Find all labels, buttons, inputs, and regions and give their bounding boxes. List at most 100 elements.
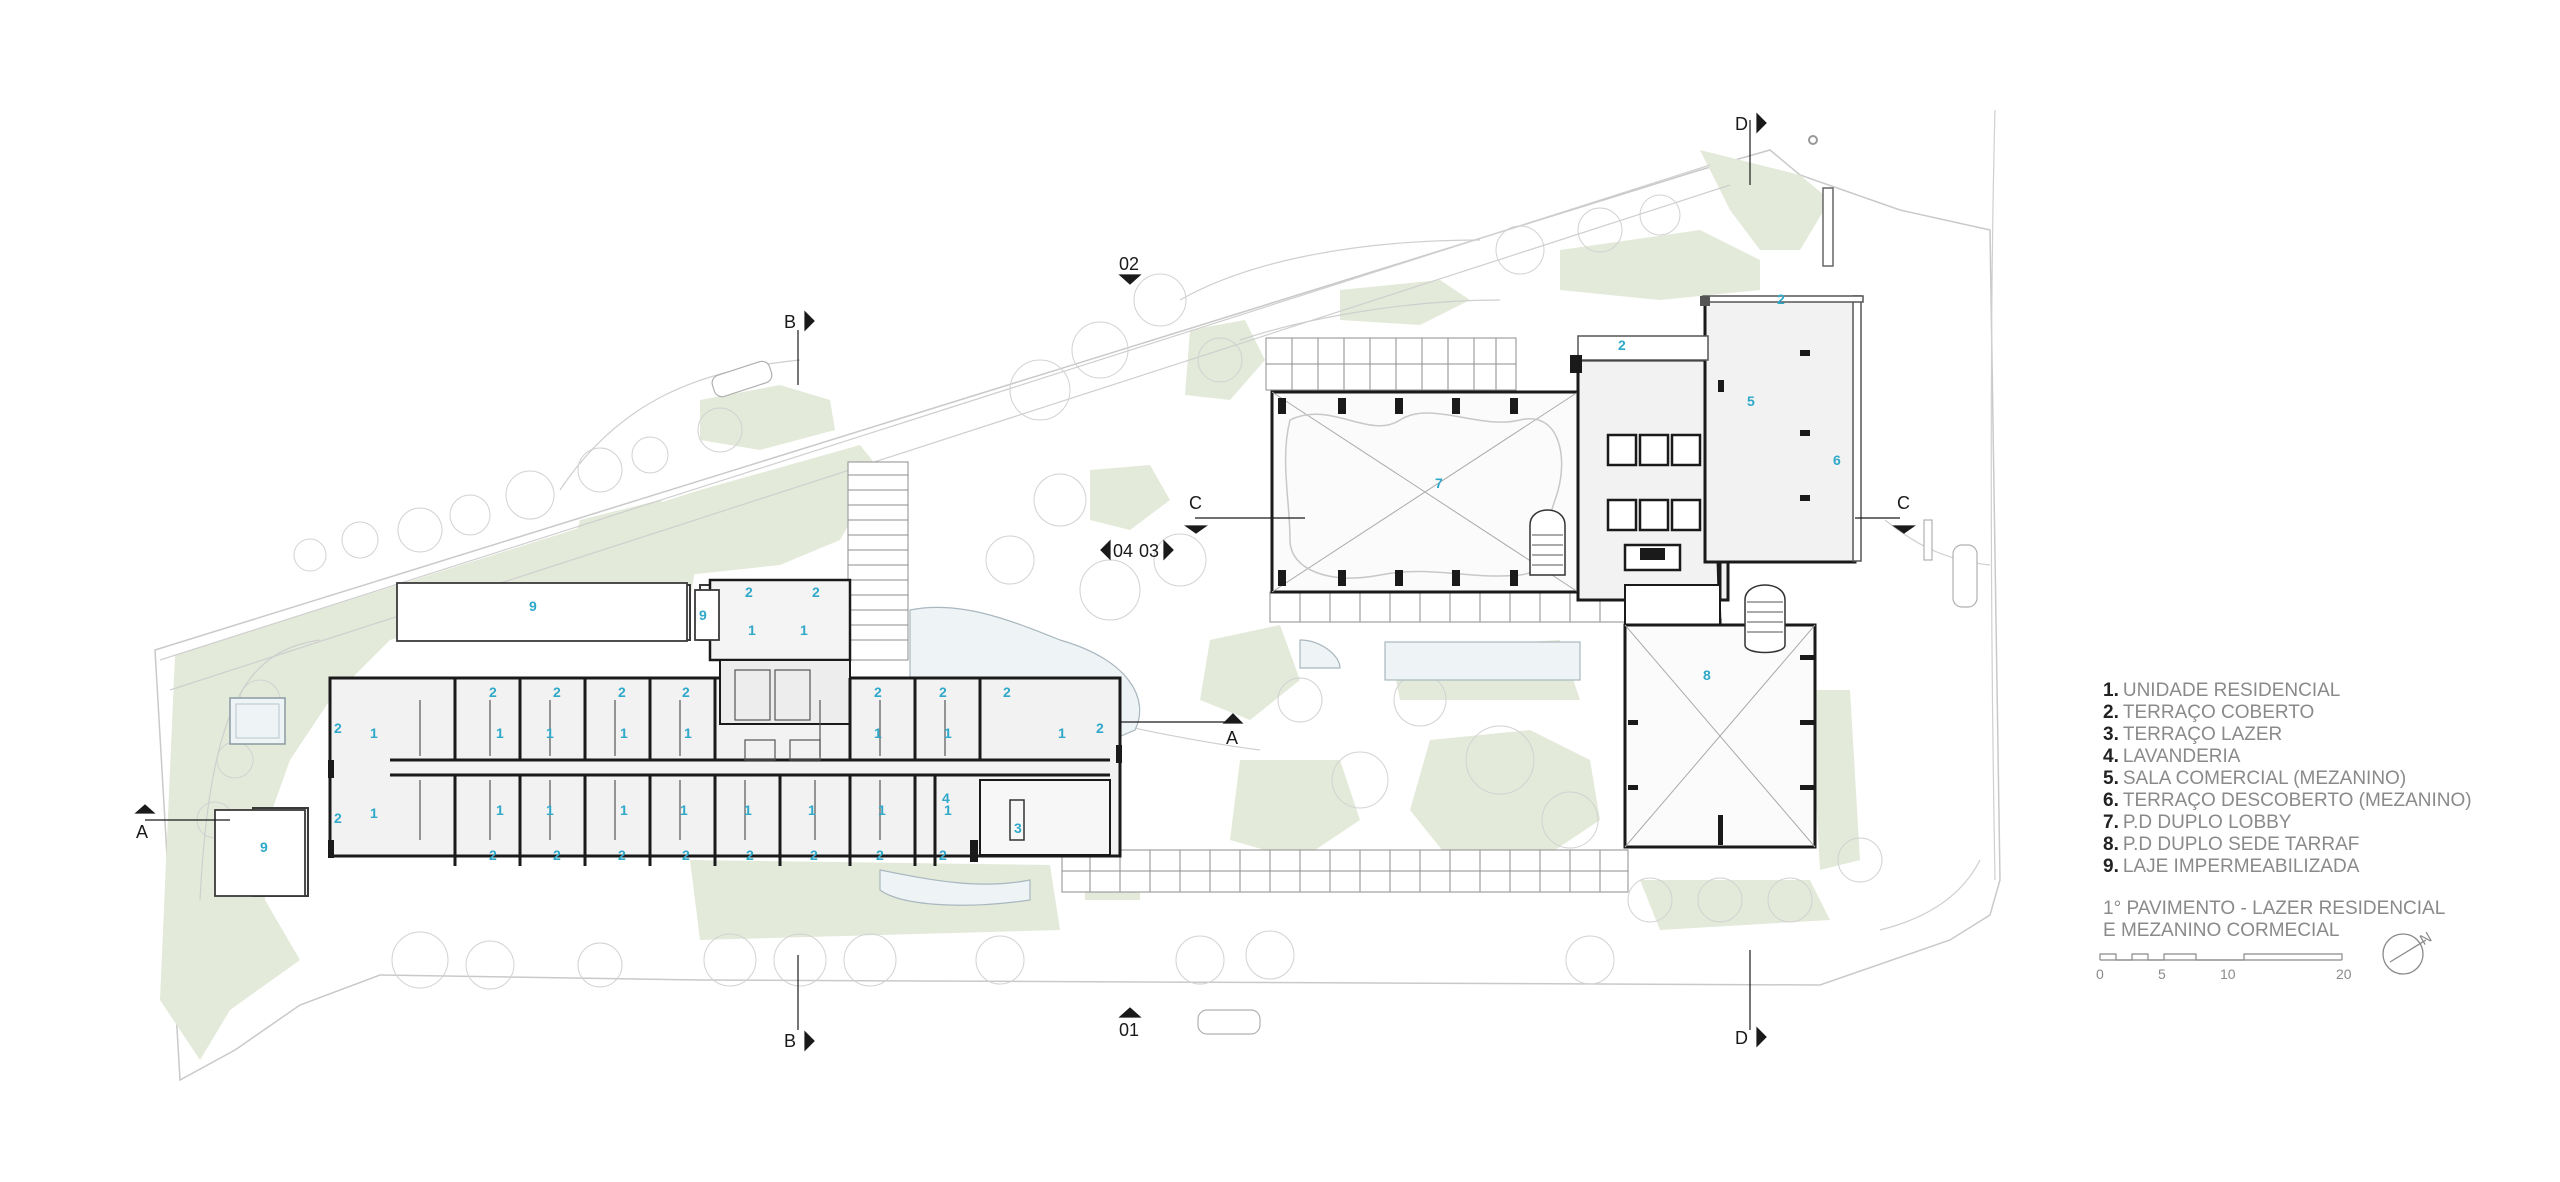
room-label: 2: [939, 684, 947, 700]
legend: 1.UNIDADE RESIDENCIAL 2.TERRAÇO COBERTO …: [2103, 680, 2543, 878]
room-label: 2: [810, 847, 818, 863]
plan-title: 1° PAVIMENTO - LAZER RESIDENCIAL E MEZAN…: [2103, 898, 2445, 942]
elevation-04-arrow: [1100, 539, 1111, 561]
legend-item: 3.TERRAÇO LAZER: [2103, 724, 2283, 745]
room-label: 2: [874, 684, 882, 700]
room-label: 2: [1096, 720, 1104, 736]
scale-label: 0: [2096, 966, 2104, 982]
room-label: 1: [748, 622, 756, 638]
room-label: 1: [546, 725, 554, 741]
boardwalk-grid: [847, 337, 1631, 893]
room-label: 1: [620, 725, 628, 741]
room-label: 1: [546, 802, 554, 818]
room-label: 8: [1703, 667, 1711, 683]
room-label: 1: [744, 802, 752, 818]
room-label: 1: [370, 725, 378, 741]
room-label: 2: [489, 684, 497, 700]
site-boundary: [154, 149, 2001, 1082]
room-label: 2: [334, 810, 342, 826]
room-label: 1: [684, 725, 692, 741]
legend-item: 7.P.D DUPLO LOBBY: [2103, 812, 2292, 833]
section-labels: B B D D C C A A 02 01 04 03: [136, 114, 1910, 1051]
room-label: 2: [682, 847, 690, 863]
room-label: 2: [489, 847, 497, 863]
room-label: 2: [334, 720, 342, 736]
room-label: 1: [680, 802, 688, 818]
section-c-right-label: C: [1897, 493, 1910, 513]
elevation-01-label: 01: [1119, 1020, 1139, 1040]
commercial-block: [1270, 295, 1864, 849]
section-cut-lines: [134, 112, 1916, 1052]
room-label: 2: [812, 584, 820, 600]
room-label: 1: [620, 802, 628, 818]
room-label: 2: [746, 847, 754, 863]
room-label: 9: [529, 598, 537, 614]
legend-item: 2.TERRAÇO COBERTO: [2103, 702, 2315, 723]
section-c-left-arrow: [1184, 525, 1208, 534]
room-label: 2: [1003, 684, 1011, 700]
room-label: 2: [618, 684, 626, 700]
legend-item: 5.SALA COMERCIAL (MEZANINO): [2103, 768, 2407, 789]
scale-bar: [2099, 953, 2343, 961]
elevation-01-arrow: [1118, 1007, 1142, 1018]
elevation-03-label: 03: [1139, 541, 1159, 561]
room-label: 5: [1747, 393, 1755, 409]
legend-item: 4.LAVANDERIA: [2103, 746, 2241, 767]
room-label: 1: [944, 725, 952, 741]
room-label: 3: [1014, 820, 1022, 836]
laje-roof-blocks: [214, 582, 720, 897]
room-label: 2: [745, 584, 753, 600]
room-label: 1: [800, 622, 808, 638]
room-label: 1: [878, 802, 886, 818]
room-label: 2: [682, 684, 690, 700]
legend-item: 9.LAJE IMPERMEABILIZADA: [2103, 856, 2360, 877]
section-b-top-arrow: [804, 310, 815, 332]
elevation-02-arrow: [1118, 274, 1142, 285]
section-a-left-label: A: [136, 822, 148, 842]
room-number-labels: 9 9 9 2 2 1 1 2 2 2 2 2 2 2 2 2 2 1 1 1 …: [260, 291, 1841, 863]
elevation-03-arrow: [1163, 539, 1174, 561]
tree-canopies: [196, 194, 1883, 990]
room-label: 2: [618, 847, 626, 863]
room-label: 2: [1777, 291, 1785, 307]
room-label: 9: [260, 839, 268, 855]
section-a-right-label: A: [1226, 728, 1238, 748]
room-label: 2: [553, 847, 561, 863]
room-label: 2: [876, 847, 884, 863]
cars: [711, 360, 1978, 1035]
plan-title-line-1: 1° PAVIMENTO - LAZER RESIDENCIAL: [2103, 898, 2446, 919]
room-label: 1: [808, 802, 816, 818]
room-label: 2: [1618, 337, 1626, 353]
room-label: 2: [939, 847, 947, 863]
room-label: 1: [1058, 725, 1066, 741]
section-b-bottom-label: B: [784, 1031, 796, 1051]
room-label: 1: [496, 725, 504, 741]
room-label: 1: [944, 802, 952, 818]
scale-label: 10: [2220, 966, 2236, 982]
section-a-right-arrow: [1222, 713, 1244, 724]
scale-label: 5: [2158, 966, 2166, 982]
legend-item: 8.P.D DUPLO SEDE TARRAF: [2103, 834, 2360, 855]
section-c-left-label: C: [1189, 493, 1202, 513]
section-d-top-label: D: [1735, 114, 1748, 134]
elevation-02-label: 02: [1119, 254, 1139, 274]
room-label: 6: [1833, 452, 1841, 468]
room-label: 1: [370, 805, 378, 821]
scale-label: 20: [2336, 966, 2352, 982]
scale-bar-labels: 0 5 10 20: [2096, 966, 2376, 986]
legend-item: 1.UNIDADE RESIDENCIAL: [2103, 680, 2341, 701]
plan-title-line-2: E MEZANINO CORMECIAL: [2103, 920, 2340, 941]
site-fixtures: [1808, 135, 1834, 267]
room-label: 9: [699, 607, 707, 623]
section-c-right-arrow: [1892, 525, 1916, 534]
room-label: 4: [942, 790, 950, 806]
room-label: 1: [496, 802, 504, 818]
section-b-top-label: B: [784, 312, 796, 332]
section-d-bottom-label: D: [1735, 1028, 1748, 1048]
section-b-bottom-arrow: [804, 1030, 815, 1052]
room-label: 1: [874, 725, 882, 741]
elevation-04-label: 04: [1113, 541, 1133, 561]
section-a-left-arrow: [134, 804, 156, 814]
